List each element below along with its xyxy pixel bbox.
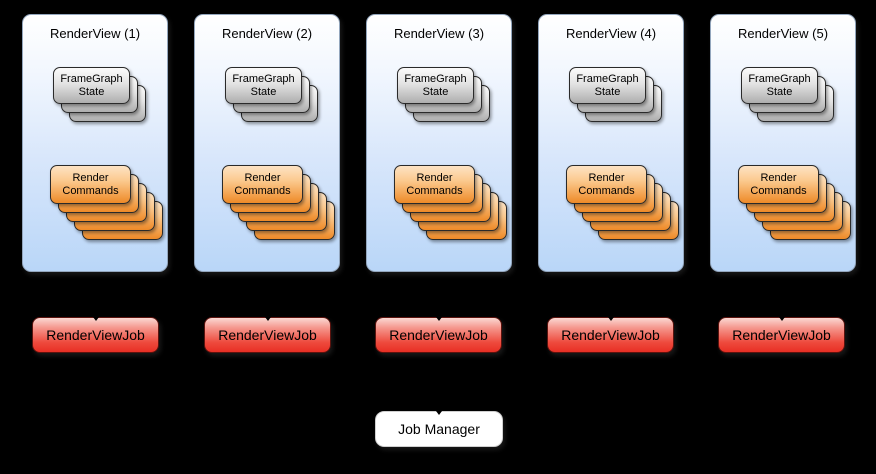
render-commands-card-label: Render Commands [750,171,807,197]
job-manager-box: Job Manager [375,411,503,447]
framegraph-state-stack: FrameGraph State [397,67,509,127]
renderviewjob-label: RenderViewJob [732,327,831,343]
render-commands-stack: Render Commands [222,165,338,243]
renderview-container: RenderView (1) FrameGraph State Render C… [22,14,168,272]
framegraph-state-stack: FrameGraph State [741,67,853,127]
render-commands-card: Render Commands [50,165,131,204]
render-commands-card: Render Commands [222,165,303,204]
render-commands-card-label: Render Commands [234,171,291,197]
render-commands-card: Render Commands [566,165,647,204]
renderviewjob-label: RenderViewJob [389,327,488,343]
framegraph-state-card: FrameGraph State [225,67,302,104]
render-commands-stack: Render Commands [566,165,682,243]
framegraph-state-card: FrameGraph State [53,67,130,104]
render-commands-card: Render Commands [738,165,819,204]
renderview-container: RenderView (4) FrameGraph State Render C… [538,14,684,272]
renderviewjob-box: RenderViewJob [32,317,159,353]
render-commands-card-label: Render Commands [406,171,463,197]
framegraph-state-card-label: FrameGraph State [60,72,123,98]
renderviewjob-box: RenderViewJob [718,317,845,353]
framegraph-state-card-label: FrameGraph State [576,72,639,98]
render-commands-stack: Render Commands [738,165,854,243]
framegraph-state-card: FrameGraph State [397,67,474,104]
renderview-title: RenderView (2) [221,26,313,41]
render-commands-card-label: Render Commands [578,171,635,197]
renderviewjob-label: RenderViewJob [218,327,317,343]
renderview-title: RenderView (5) [737,26,829,41]
framegraph-state-card-label: FrameGraph State [748,72,811,98]
framegraph-state-stack: FrameGraph State [569,67,681,127]
framegraph-state-card-label: FrameGraph State [404,72,467,98]
renderview-title: RenderView (1) [49,26,141,41]
renderviewjob-label: RenderViewJob [561,327,660,343]
job-manager-label: Job Manager [398,421,480,437]
render-commands-stack: Render Commands [50,165,166,243]
renderview-container: RenderView (2) FrameGraph State Render C… [194,14,340,272]
renderviewjob-box: RenderViewJob [375,317,502,353]
framegraph-state-card: FrameGraph State [741,67,818,104]
renderviewjob-label: RenderViewJob [46,327,145,343]
renderview-container: RenderView (5) FrameGraph State Render C… [710,14,856,272]
framegraph-state-card-label: FrameGraph State [232,72,295,98]
renderviewjob-box: RenderViewJob [547,317,674,353]
renderview-container: RenderView (3) FrameGraph State Render C… [366,14,512,272]
framegraph-state-card: FrameGraph State [569,67,646,104]
render-commands-card-label: Render Commands [62,171,119,197]
framegraph-state-stack: FrameGraph State [225,67,337,127]
renderviewjob-box: RenderViewJob [204,317,331,353]
renderview-title: RenderView (3) [393,26,485,41]
framegraph-state-stack: FrameGraph State [53,67,165,127]
renderview-title: RenderView (4) [565,26,657,41]
render-commands-card: Render Commands [394,165,475,204]
render-commands-stack: Render Commands [394,165,510,243]
